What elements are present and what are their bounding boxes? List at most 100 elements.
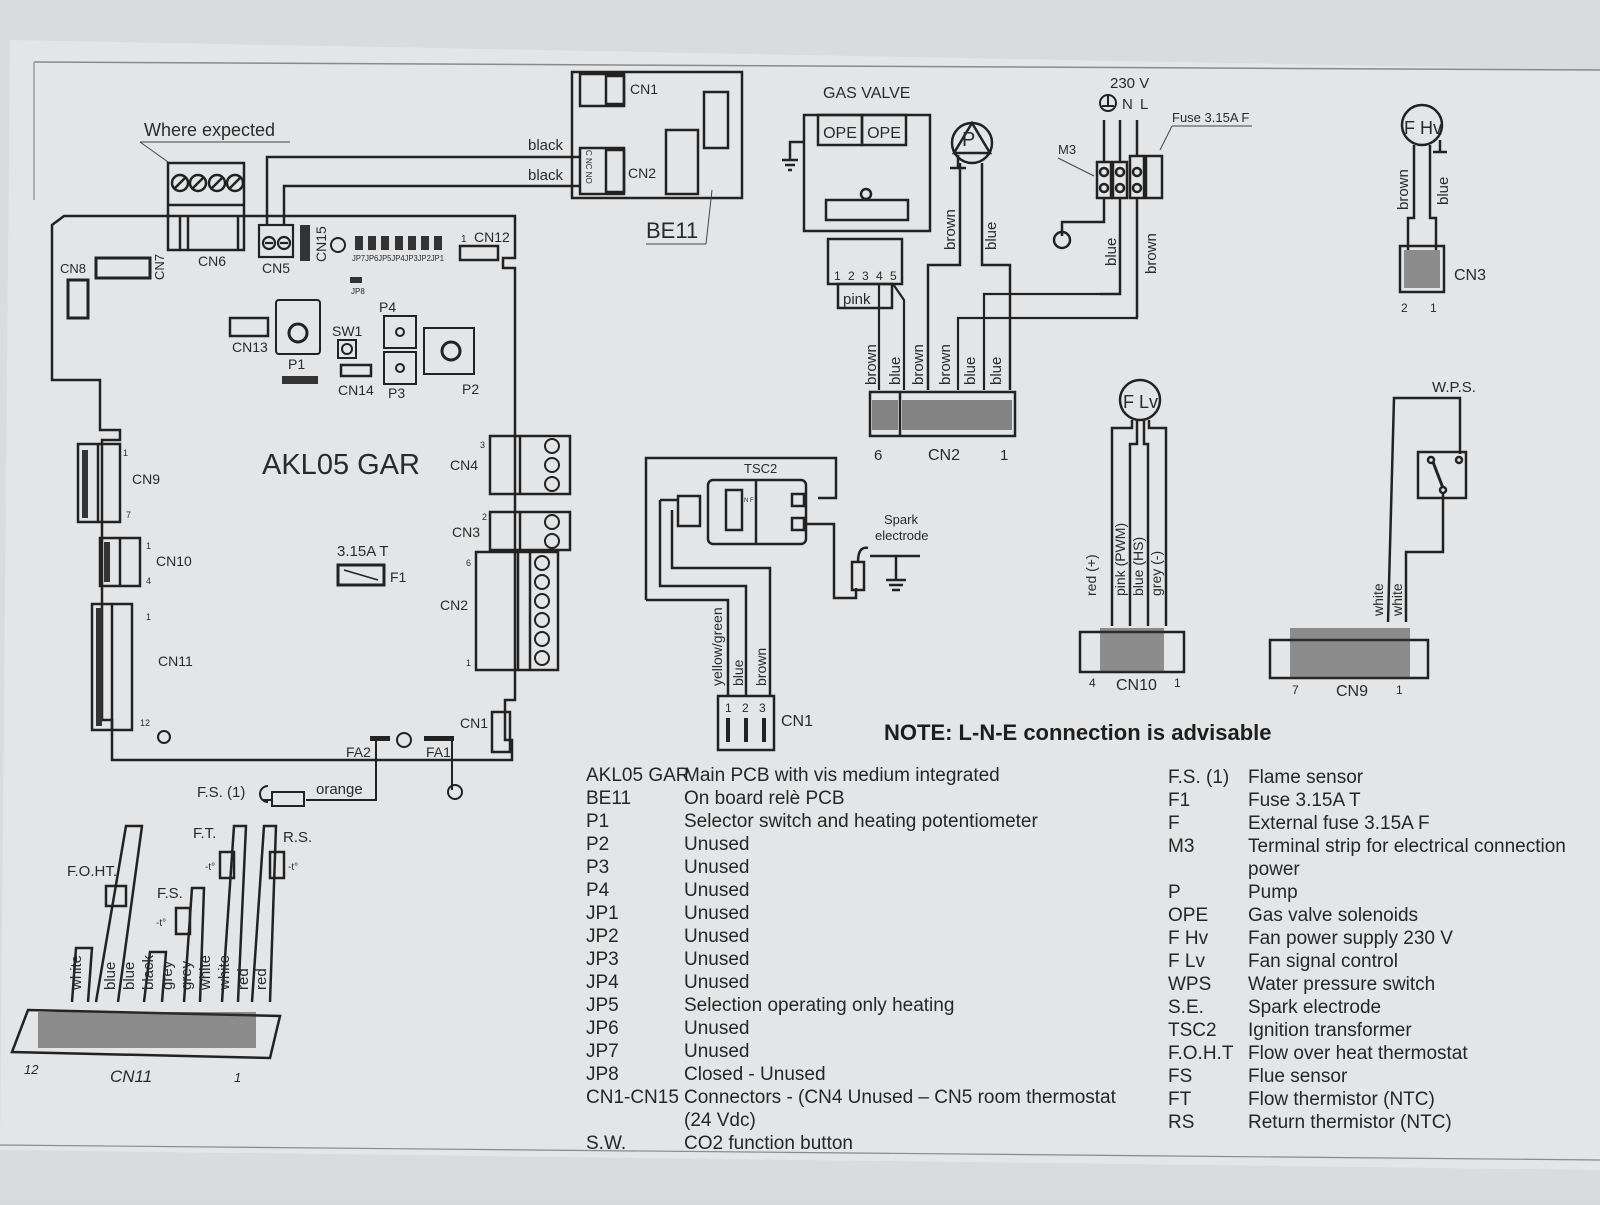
- cn2-ext-label: CN2: [928, 447, 960, 464]
- mounting-hole: [330, 237, 346, 253]
- cn10-pin4: 4: [146, 576, 151, 586]
- legend-description: Water pressure switch: [1248, 974, 1436, 995]
- ope-label-2: OPE: [867, 125, 901, 142]
- pink-wire-label: pink: [843, 291, 871, 308]
- be11-cn1-label: CN1: [630, 81, 658, 97]
- cn10-ext-pin-left: 4: [1089, 676, 1096, 690]
- cn10-wire-2: pink (PWM): [1112, 523, 1128, 596]
- rs-ntc-mark: -t°: [288, 862, 298, 873]
- cn10-wire-3: blue (HS): [1130, 537, 1146, 596]
- legend-code: JP2: [586, 926, 619, 947]
- cn1-ext-pin-1: 1: [725, 701, 732, 715]
- cn1-ext-pin-2: 2: [742, 701, 749, 715]
- fan-hv-symbol: [1398, 103, 1447, 294]
- spark-electrode-label-2: electrode: [875, 528, 928, 543]
- main-pcb-outline: [50, 214, 517, 762]
- cn4-pin3: 3: [480, 440, 485, 450]
- legend-code: TSC2: [1168, 1020, 1217, 1041]
- legend-code: F1: [1168, 790, 1191, 811]
- cn12-pin1: 1: [461, 234, 467, 245]
- be11-cnc-label: C NC NO: [584, 150, 593, 184]
- cn9-ext-pin-left: 7: [1292, 683, 1299, 697]
- legend-description: External fuse 3.15A F: [1248, 813, 1430, 834]
- cn2-external-pins: [872, 400, 1012, 430]
- legend-description: Selector switch and heating potentiomete…: [684, 811, 1038, 832]
- cn11-ext-pins: [38, 1012, 256, 1048]
- cn9-wire-2: white: [1389, 583, 1405, 617]
- cn10-ext-pin-right: 1: [1174, 676, 1181, 690]
- legend-row: S.E.Spark electrode: [1168, 996, 1566, 1019]
- legend-description: Unused: [684, 903, 750, 924]
- cn1-ext-label: CN1: [781, 713, 813, 730]
- cn11-label: CN11: [158, 653, 193, 669]
- be11-board: [570, 70, 744, 200]
- cn2-pin1: 1: [466, 658, 471, 668]
- gv-pin-1: 1: [834, 269, 841, 283]
- p2-label: P2: [462, 381, 479, 397]
- cn11-ext-pin-right: 1: [234, 1070, 241, 1085]
- legend-row: (24 Vdc): [586, 1109, 1116, 1132]
- legend-description: Main PCB with vis medium integrated: [684, 765, 1000, 786]
- legend-code: F Hv: [1168, 928, 1209, 949]
- legend-code: S.W.: [586, 1133, 627, 1154]
- legend-code: OPE: [1168, 905, 1209, 926]
- cn1-wire-1: yellow/green: [709, 607, 725, 686]
- cn11-pin12: 12: [140, 718, 150, 728]
- cn2-wire-4: brown: [937, 344, 954, 385]
- cn3-ext-pin-right: 1: [1430, 301, 1437, 315]
- legend-description: Unused: [684, 1018, 750, 1039]
- be11-callout: [646, 189, 713, 245]
- legend-row: power: [1168, 858, 1566, 881]
- legend-code: JP4: [586, 972, 619, 993]
- cn9-ext-pins: [1290, 628, 1410, 678]
- neutral-label: N: [1122, 96, 1133, 113]
- wps-label: W.P.S.: [1432, 379, 1476, 396]
- cn11-wire-labels: white blue blue black grey grey white wh…: [68, 954, 270, 991]
- legend-description: Spark electrode: [1248, 997, 1382, 1018]
- cn1-wire-2: blue: [730, 659, 746, 686]
- cn11-wire-7: white: [197, 955, 214, 991]
- foht-label: F.O.HT.: [67, 863, 117, 880]
- legend-code: P1: [586, 811, 610, 832]
- cn10-wire-labels: red (+) pink (PWM) blue (HS) grey (-): [1083, 523, 1164, 596]
- cn9-ext-pin-right: 1: [1396, 683, 1403, 697]
- fs1-wiring: [259, 738, 463, 807]
- cn6-terminal: [166, 161, 246, 252]
- cn11-ext-label: CN11: [110, 1067, 152, 1086]
- cn3-pin2: 2: [482, 512, 487, 522]
- cn11-wire-10: red: [253, 968, 270, 990]
- cn15-label: CN15: [313, 226, 329, 262]
- sw1-button: [337, 339, 357, 359]
- f1-fuse: [336, 563, 386, 587]
- cn1-board-connector: [490, 710, 512, 754]
- legend-description: Flow over heat thermostat: [1248, 1043, 1468, 1064]
- pump-symbol: [926, 120, 1012, 390]
- cn10-pin1: 1: [146, 541, 151, 551]
- legend-row: P1 Selector switch and heating potentiome…: [586, 810, 1116, 833]
- cn2-wire-2: blue: [887, 357, 904, 385]
- cn2-wire-6: blue: [988, 357, 1005, 385]
- cn11-pin1: 1: [146, 612, 151, 622]
- m3-callout: [1057, 157, 1095, 177]
- black-wire-label-2: black: [528, 167, 564, 184]
- legend-code: WPS: [1168, 974, 1212, 995]
- legend-description: Fan power supply 230 V: [1248, 928, 1453, 949]
- cn9-ext-label: CN9: [1336, 683, 1368, 700]
- legend-description: Flow thermistor (NTC): [1248, 1089, 1435, 1110]
- cn2-ext-pin-right: 1: [1000, 447, 1008, 464]
- be11-cn2-label: CN2: [628, 165, 656, 181]
- legend-description: Unused: [684, 880, 750, 901]
